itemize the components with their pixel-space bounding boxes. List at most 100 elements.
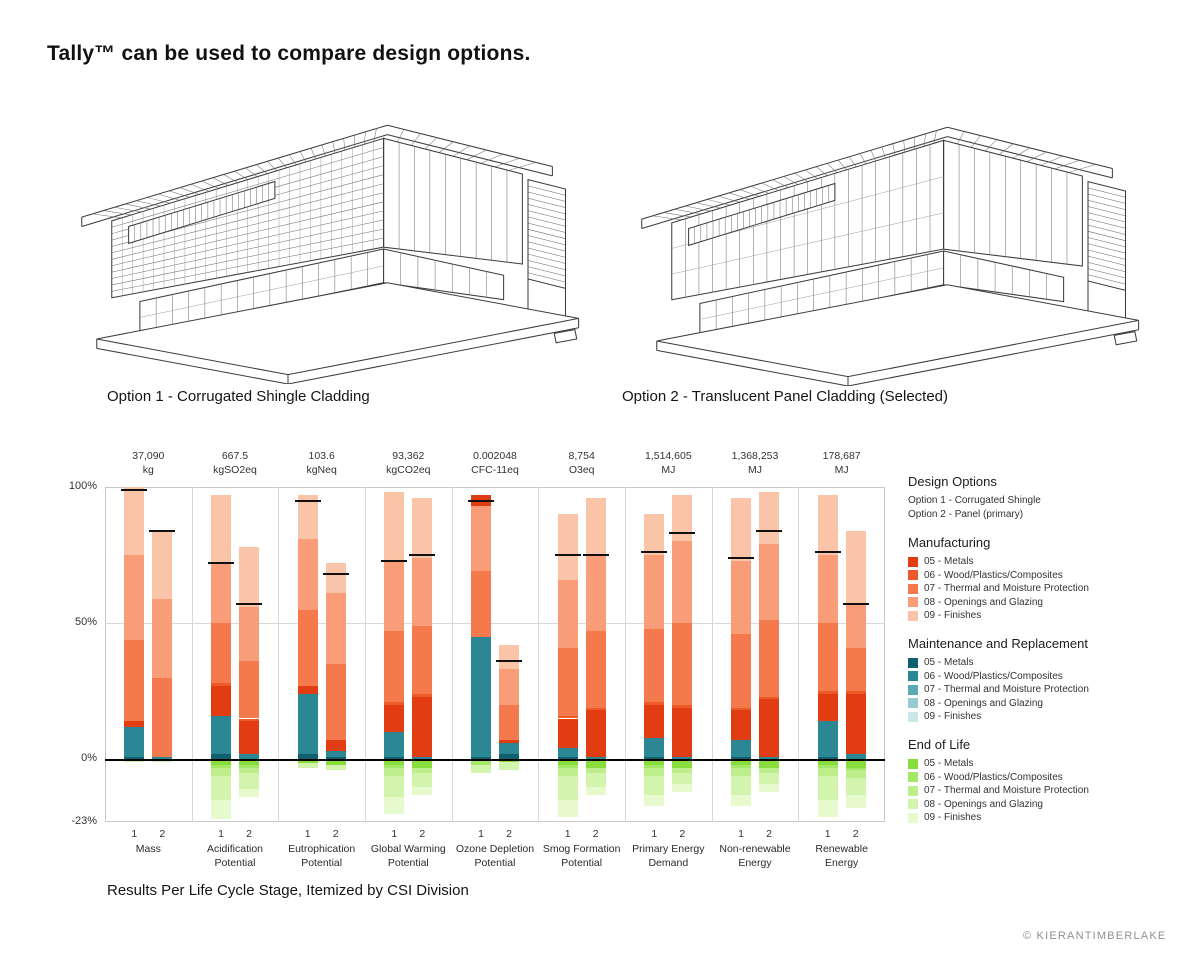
net-value-marker [582, 554, 609, 557]
bar-segment-t06 [239, 753, 259, 760]
bar-segment-m08 [297, 538, 318, 610]
bar-segment-g09 [412, 786, 433, 795]
bar-segment-g06 [644, 764, 665, 768]
legend-swatch [908, 684, 918, 695]
bar-segment-t06 [557, 748, 578, 757]
bar-segment-m07 [845, 647, 866, 692]
v-gridline [625, 487, 626, 822]
bar-segment-g07 [845, 770, 866, 779]
bar-segment-g07 [239, 767, 259, 773]
legend-item-label: 08 - Openings and Glazing [924, 697, 1043, 709]
option-1-illustration [53, 84, 598, 389]
bar-segment-g05 [845, 759, 866, 768]
bar-segment-m09 [817, 495, 838, 556]
bar-number-label: 1 [218, 828, 224, 840]
bar-number-label: 2 [852, 828, 859, 840]
bar-segment-m06 [239, 718, 259, 722]
bar-segment-g07 [759, 767, 779, 773]
bar-segment-t05 [557, 756, 578, 760]
bar-segment-m08 [557, 579, 578, 648]
y-axis-tick: 100% [68, 480, 97, 492]
bar-segment-t06 [817, 721, 838, 757]
bar-segment-m06 [672, 704, 693, 708]
zero-axis-line [105, 759, 885, 761]
net-value-marker [149, 529, 176, 532]
bar-number-label: 1 [304, 828, 311, 840]
bar-segment-t05 [471, 756, 491, 760]
bar-segment-g08 [211, 775, 231, 801]
bar-segment-m07 [325, 664, 346, 741]
legend-item: 09 - Finishes [908, 812, 1192, 823]
bar-segment-m09 [585, 497, 606, 556]
bar-number-label: 2 [766, 828, 772, 840]
legend-item: 08 - Openings and Glazing [908, 597, 1192, 608]
bar-segment-t06 [325, 751, 346, 757]
bar-segment-m06 [412, 693, 433, 697]
bar-segment-m07 [297, 609, 318, 686]
bar-number-label: 1 [651, 828, 658, 840]
legend-item-label: 07 - Thermal and Moisture Protection [924, 785, 1089, 796]
bar-segment-m05 [585, 710, 606, 757]
bar-segment-m05 [211, 685, 231, 716]
legend-swatch [908, 671, 918, 681]
category-label: Ozone Depletion Potential [455, 843, 535, 869]
bar-segment-m09 [759, 492, 779, 545]
bar-segment-m07 [817, 623, 838, 692]
legend-design-option: Option 2 - Panel (primary) [908, 509, 1024, 520]
bar-segment-g08 [759, 772, 779, 784]
building-wireframe-option-1 [81, 124, 580, 385]
bar-segment-t05 [499, 753, 519, 760]
bar-segment-m06 [845, 691, 866, 694]
bar-segment-g08 [124, 760, 145, 763]
bar-segment-g09 [672, 783, 693, 793]
bar-segment-m06 [211, 683, 231, 686]
legend-design-option: Option 1 - Corrugated Shingle [908, 495, 1041, 506]
bar-segment-m07 [644, 628, 665, 703]
bar-segment-g05 [211, 759, 231, 765]
bar-segment-m09 [325, 563, 346, 594]
bar-segment-g09 [557, 800, 578, 817]
legend-swatch [908, 758, 918, 769]
y-axis-tick: -23% [71, 815, 97, 827]
legend-item: 06 - Wood/Plastics/Composites [908, 772, 1192, 783]
legend-item-label: 08 - Openings and Glazing [924, 798, 1043, 810]
bar-segment-m07 [124, 639, 145, 722]
legend-heading: End of Life [908, 737, 971, 752]
bar-segment-m09 [672, 495, 693, 542]
bar-segment-g09 [817, 800, 838, 817]
bar-segment-m07 [499, 704, 519, 741]
legend-swatch [908, 785, 918, 796]
bar-number-label: 2 [159, 828, 166, 840]
bar-segment-m08 [471, 506, 491, 572]
bar-segment-g06 [845, 767, 866, 771]
legend-item-label: 05 - Metals [924, 758, 974, 769]
y-axis-tick: 50% [74, 616, 97, 629]
bar-segment-t06 [644, 737, 665, 757]
legend-item: 08 - Openings and Glazing [908, 698, 1192, 709]
bar-segment-m08 [412, 557, 433, 626]
legend-swatch [908, 812, 918, 823]
bar-segment-m05 [759, 699, 779, 757]
bar-segment-g08 [152, 760, 173, 763]
bar-segment-t06 [412, 756, 433, 760]
net-value-marker [669, 532, 696, 535]
legend-swatch [908, 610, 918, 621]
bar-segment-m09 [644, 514, 665, 556]
legend-item: 08 - Openings and Glazing [908, 799, 1192, 810]
category-label: Eutrophication Potential [288, 843, 356, 869]
bar-segment-g08 [845, 778, 866, 795]
legend-swatch [908, 772, 918, 782]
bar-segment-t06 [499, 743, 519, 754]
category-label: Renewable Energy [815, 843, 868, 869]
bar-number-label: 1 [564, 828, 571, 840]
bar-segment-m07 [585, 631, 606, 708]
bar-segment-m07 [471, 571, 491, 637]
bar-segment-m05 [731, 710, 751, 741]
bar-segment-t06 [845, 753, 866, 760]
